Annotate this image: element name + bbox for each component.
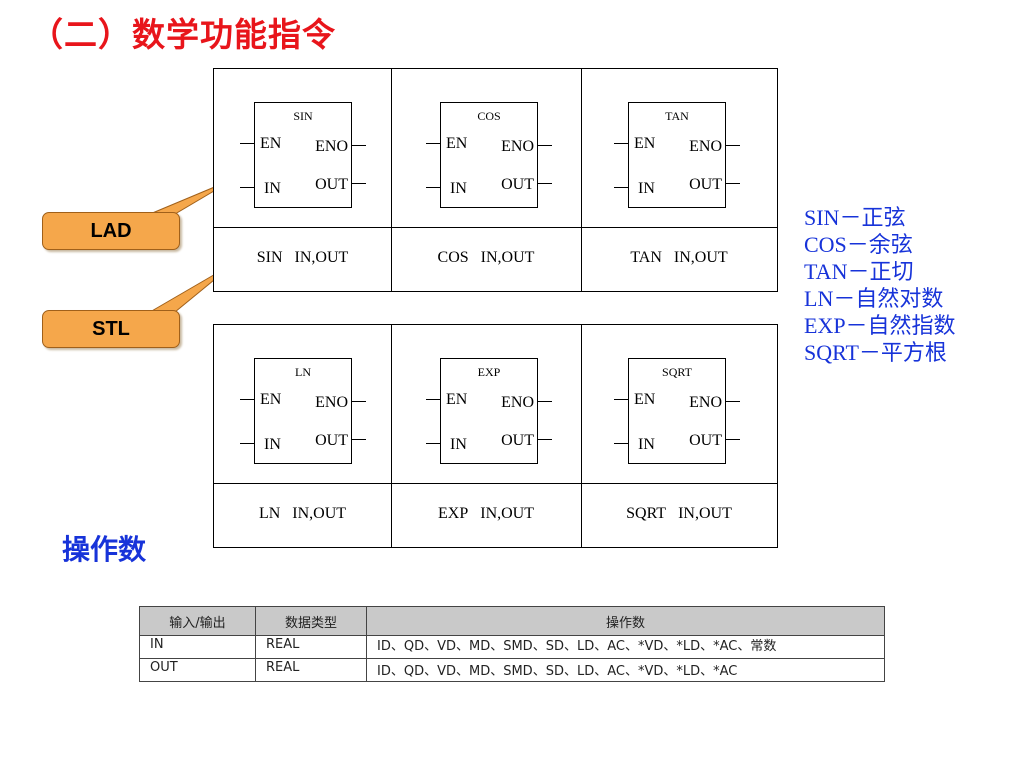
out-pin: OUT (315, 432, 348, 449)
stl-args: IN,OUT (292, 505, 347, 522)
stl-args: IN,OUT (678, 505, 732, 522)
stl-args: IN,OUT (480, 505, 534, 522)
stl-callout: STL (42, 310, 180, 348)
column-header: 数据类型 (255, 606, 367, 636)
operand-table: 输入/输出 数据类型 操作数 IN REAL ID、QD、VD、MD、SMD、S… (139, 606, 885, 682)
trig-instruction-grid: SIN EN ENO IN OUT SIN IN,OUT COS EN ENO … (213, 68, 778, 292)
table-header-row: 输入/输出 数据类型 操作数 (139, 606, 885, 636)
in-pin: IN (264, 180, 281, 197)
stl-op: TAN (630, 249, 662, 266)
en-pin: EN (634, 135, 656, 152)
stl-args: IN,OUT (294, 249, 349, 266)
page-title: （二）数学功能指令 (30, 15, 336, 54)
eno-pin: ENO (689, 394, 722, 411)
in-pin: IN (638, 436, 655, 453)
out-pin: OUT (501, 176, 534, 193)
eno-pin: ENO (501, 394, 534, 411)
table-cell: REAL (255, 658, 367, 682)
stl-op: LN (258, 505, 281, 522)
in-pin: IN (450, 436, 467, 453)
block-name: TAN (665, 109, 689, 123)
function-list: SIN－正弦 COS－余弦 TAN－正切 LN－自然对数 EXP－自然指数 SQ… (804, 204, 956, 366)
out-pin: OUT (689, 432, 722, 449)
stl-op: SIN (256, 249, 283, 266)
stl-op: EXP (438, 505, 469, 522)
block-name: COS (477, 109, 501, 123)
sin-lad-block: SIN EN ENO IN OUT (240, 102, 366, 208)
function-item: COS－余弦 (804, 232, 913, 257)
in-pin: IN (450, 180, 467, 197)
stl-op: SQRT (626, 505, 667, 522)
table-cell: IN (139, 635, 256, 659)
en-pin: EN (260, 391, 282, 408)
en-pin: EN (446, 135, 468, 152)
tan-lad-block: TAN EN ENO IN OUT (614, 102, 740, 208)
eno-pin: ENO (689, 138, 722, 155)
sqrt-stl-line: SQRT IN,OUT (581, 505, 777, 523)
table-cell: REAL (255, 635, 367, 659)
en-pin: EN (260, 135, 282, 152)
eno-pin: ENO (315, 138, 348, 155)
stl-args: IN,OUT (480, 249, 535, 266)
column-header: 输入/输出 (139, 606, 256, 636)
table-row: IN REAL ID、QD、VD、MD、SMD、SD、LD、AC、*VD、*LD… (139, 635, 885, 659)
eno-pin: ENO (315, 394, 348, 411)
operand-heading: 操作数 (62, 533, 147, 566)
function-item: TAN－正切 (804, 259, 914, 284)
en-pin: EN (634, 391, 656, 408)
block-name: SQRT (662, 365, 692, 379)
sin-stl-line: SIN IN,OUT (214, 249, 391, 267)
block-name: EXP (477, 365, 501, 379)
tan-stl-line: TAN IN,OUT (581, 249, 777, 267)
exp-stl-line: EXP IN,OUT (391, 505, 581, 523)
out-pin: OUT (315, 176, 348, 193)
table-cell: ID、QD、VD、MD、SMD、SD、LD、AC、*VD、*LD、*AC (366, 658, 885, 682)
in-pin: IN (638, 180, 655, 197)
cos-stl-line: COS IN,OUT (391, 249, 581, 267)
out-pin: OUT (501, 432, 534, 449)
ln-stl-line: LN IN,OUT (214, 505, 391, 523)
exp-lad-block: EXP EN ENO IN OUT (426, 358, 552, 464)
function-item: SQRT－平方根 (804, 340, 947, 365)
block-name: SIN (293, 109, 313, 123)
function-item: SIN－正弦 (804, 205, 906, 230)
function-item: LN－自然对数 (804, 286, 944, 311)
log-exp-instruction-grid: LN EN ENO IN OUT LN IN,OUT EXP EN ENO IN… (213, 324, 778, 548)
table-row: OUT REAL ID、QD、VD、MD、SMD、SD、LD、AC、*VD、*L… (139, 658, 885, 682)
en-pin: EN (446, 391, 468, 408)
stl-args: IN,OUT (673, 249, 728, 266)
block-name: LN (295, 365, 311, 379)
table-cell: ID、QD、VD、MD、SMD、SD、LD、AC、*VD、*LD、*AC、常数 (366, 635, 885, 659)
out-pin: OUT (689, 176, 722, 193)
table-cell: OUT (139, 658, 256, 682)
lad-callout: LAD (42, 212, 180, 250)
sqrt-lad-block: SQRT EN ENO IN OUT (614, 358, 740, 464)
cos-lad-block: COS EN ENO IN OUT (426, 102, 552, 208)
stl-op: COS (437, 249, 469, 266)
column-header: 操作数 (366, 606, 885, 636)
function-item: EXP－自然指数 (804, 313, 956, 338)
in-pin: IN (264, 436, 281, 453)
ln-lad-block: LN EN ENO IN OUT (240, 358, 366, 464)
eno-pin: ENO (501, 138, 534, 155)
